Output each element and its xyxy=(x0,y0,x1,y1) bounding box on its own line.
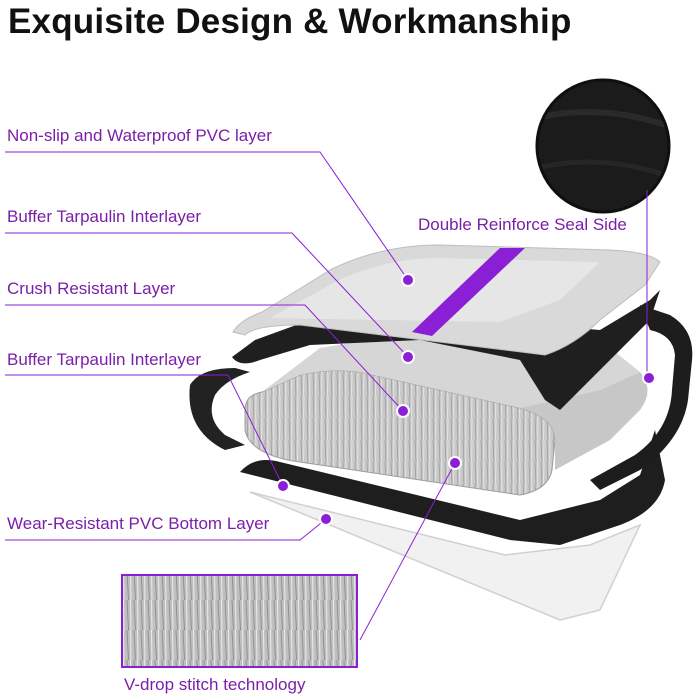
callout-dot xyxy=(396,404,410,418)
label-stitch-technology: V-drop stitch technology xyxy=(124,675,306,694)
page-title: Exquisite Design & Workmanship xyxy=(8,2,572,41)
purple-stripe xyxy=(412,248,525,336)
callout-dot xyxy=(448,456,462,470)
seal-side-right xyxy=(590,305,693,490)
label-crush-resistant: Crush Resistant Layer xyxy=(7,279,176,298)
bottom-pvc-layer xyxy=(249,491,642,621)
label-buffer-interlayer-top: Buffer Tarpaulin Interlayer xyxy=(7,207,202,226)
callout-dots xyxy=(276,273,656,526)
label-seal-side: Double Reinforce Seal Side xyxy=(418,215,627,234)
callout-dot xyxy=(642,371,656,385)
lower-tarpaulin-layer xyxy=(240,430,665,545)
label-pvc-top-layer: Non-slip and Waterproof PVC layer xyxy=(7,126,272,145)
label-buffer-interlayer-bottom: Buffer Tarpaulin Interlayer xyxy=(7,350,202,369)
callout-dot xyxy=(319,512,333,526)
stitch-swatch xyxy=(121,574,358,668)
foam-core-right xyxy=(520,372,648,470)
side-shell-left xyxy=(189,368,250,450)
label-bottom-pvc-layer: Wear-Resistant PVC Bottom Layer xyxy=(7,514,270,533)
leader-lines xyxy=(5,151,648,641)
callout-dot xyxy=(401,350,415,364)
top-pvc-highlight xyxy=(270,258,600,322)
callout-dot xyxy=(276,479,290,493)
callout-dot xyxy=(401,273,415,287)
